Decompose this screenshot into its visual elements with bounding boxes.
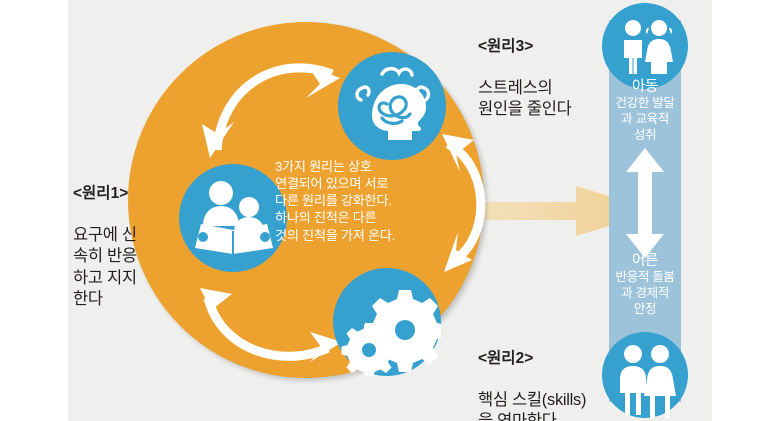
outcome-bottom-detail: 반응적 돌봄 과 경제적 안정 (615, 270, 675, 316)
label-principle-2-tag: <원리2> (478, 349, 534, 367)
outcome-top-heading: 아동 (632, 79, 658, 95)
stressed-head-icon (355, 66, 431, 140)
center-caption: 3가지 원리는 상호 연결되어 있으며 서로 다른 원리를 강화한다. 하나의 … (275, 159, 395, 243)
label-principle-1-tag: <원리1> (73, 184, 129, 202)
outcome-top-detail: 건강한 발달 과 교육적 성취 (615, 96, 675, 142)
outcome-top-text: 아동 건강한 발달 과 교육적 성취 (602, 78, 688, 144)
two-adults-icon (620, 345, 676, 418)
label-principle-2-body: 핵심 스킬(skills) 을 연마한다 (478, 390, 587, 421)
node-principle-2[interactable] (333, 268, 441, 376)
outcome-bottom-text: 어른 반응적 돌봄 과 경제적 안정 (602, 252, 688, 318)
label-principle-1-body: 요구에 신 속히 반응 하고 지지 한다 (73, 225, 137, 309)
node-principle-1[interactable] (179, 164, 287, 272)
label-principle-1: <원리1> 요구에 신 속히 반응 하고 지지 한다 (73, 163, 137, 331)
outcome-bottom-heading: 어른 (632, 253, 658, 269)
slide-canvas: 3가지 원리는 상호 연결되어 있으며 서로 다른 원리를 강화한다. 하나의 … (68, 0, 712, 421)
vertical-double-arrow-icon (626, 148, 664, 258)
label-principle-3-tag: <원리3> (478, 37, 534, 55)
outcome-bottom-icon-circle[interactable] (602, 332, 688, 418)
outcome-top-icon-circle[interactable] (602, 3, 688, 89)
label-principle-2: <원리2> 핵심 스킬(skills) 을 연마한다 (478, 328, 586, 421)
adult-child-reading-icon (195, 181, 273, 254)
node-principle-3[interactable] (338, 52, 446, 160)
label-principle-3: <원리3> 스트레스의 원인을 줄인다 (478, 16, 572, 141)
gears-icon (341, 290, 441, 376)
label-principle-3-body: 스트레스의 원인을 줄인다 (478, 78, 572, 119)
two-children-icon (624, 20, 673, 74)
